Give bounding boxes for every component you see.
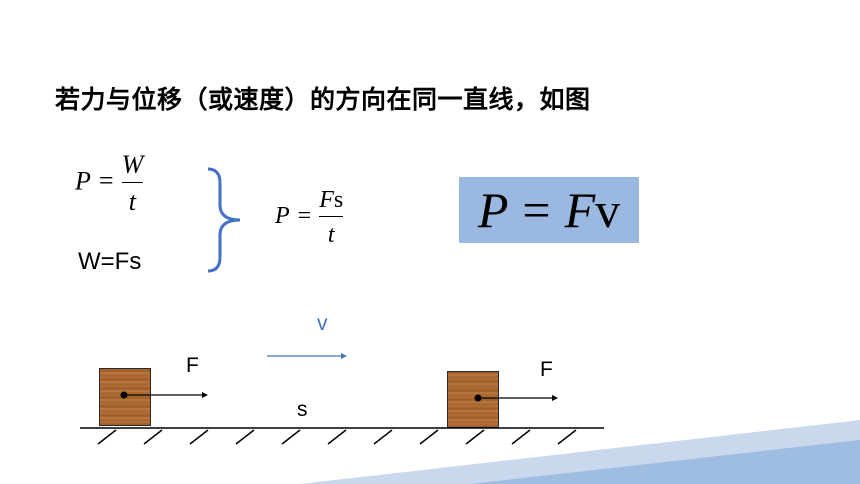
ground-surface bbox=[80, 427, 604, 445]
equals-sign: = bbox=[522, 182, 551, 238]
fraction-bar bbox=[121, 182, 144, 183]
power-symbol: P bbox=[75, 166, 91, 196]
velocity-symbol: v bbox=[595, 182, 621, 238]
work-formula: W=Fs bbox=[78, 248, 142, 275]
power-formula-derived: P = Fs t bbox=[275, 188, 344, 248]
page-heading: 若力与位移（或速度）的方向在同一直线，如图 bbox=[55, 85, 591, 114]
force-symbol: F bbox=[319, 187, 334, 213]
distance-label: s bbox=[297, 398, 308, 421]
force-label-right: F bbox=[540, 358, 553, 381]
fraction-numerator: Fs bbox=[319, 188, 343, 212]
power-formula-definition: P= W t bbox=[75, 150, 144, 216]
fraction-denominator: t bbox=[327, 222, 335, 248]
equals-sign: = bbox=[297, 203, 312, 230]
work-over-time-fraction: W t bbox=[121, 150, 144, 216]
distance-symbol: s bbox=[333, 187, 344, 213]
power-symbol: P bbox=[477, 182, 509, 238]
equals-sign: = bbox=[98, 166, 114, 196]
fraction-denominator: t bbox=[128, 187, 137, 216]
right-brace-icon bbox=[207, 167, 241, 273]
fraction-numerator: W bbox=[121, 150, 144, 179]
force-symbol: F bbox=[564, 182, 596, 238]
force-arrow-left-icon bbox=[120, 391, 208, 399]
velocity-label: v bbox=[317, 312, 328, 335]
force-label-left: F bbox=[186, 354, 199, 377]
force-distance-over-time-fraction: Fs t bbox=[319, 188, 344, 248]
force-arrow-right-icon bbox=[474, 394, 558, 402]
velocity-arrow-icon bbox=[267, 353, 347, 359]
power-symbol: P bbox=[275, 203, 290, 230]
wooden-block-end bbox=[447, 371, 499, 428]
fraction-bar bbox=[319, 216, 344, 217]
